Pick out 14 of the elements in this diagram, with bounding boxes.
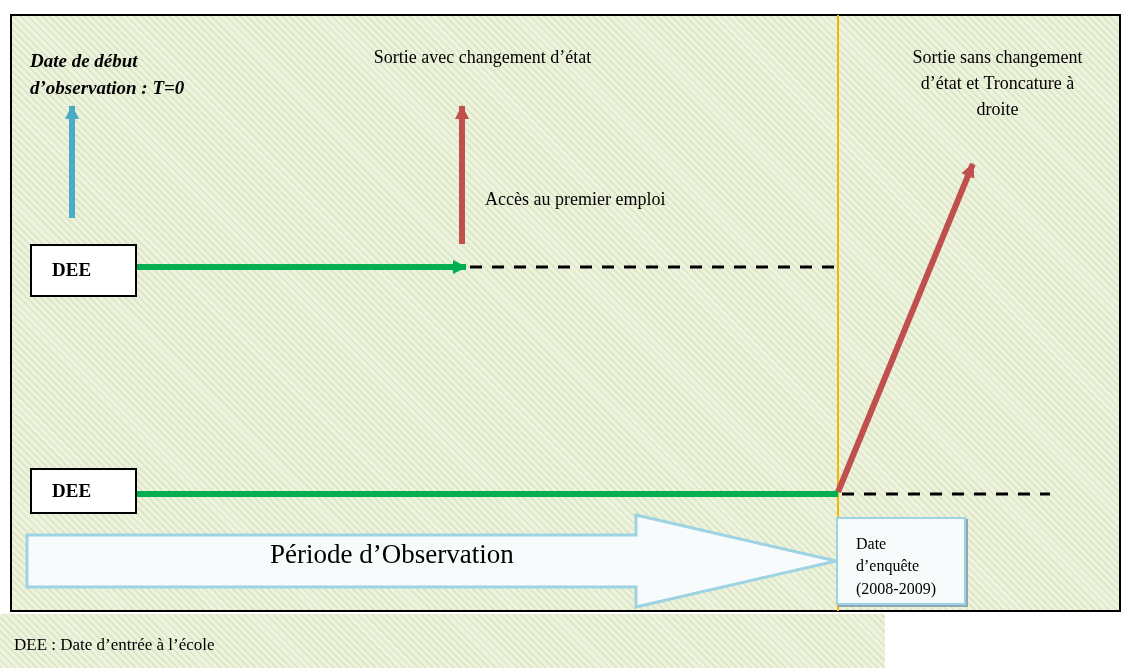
edge-label: Période d’Observation [270,538,514,571]
survey-date-box: Date d’enquête (2008-2009) [836,517,966,605]
arrow [137,260,467,274]
arrow [455,105,469,244]
dee-box: DEE [30,468,137,514]
exit-text: Sortie sans changement d’état et Troncature à droite [905,44,1090,164]
arrow [65,105,79,218]
arrow [835,162,976,494]
event-label: Accès au premier emploi [485,188,666,211]
dee-box: DEE [30,244,137,297]
block-arrow [25,513,838,609]
legend-note: DEE : Date d’entrée à l’école [14,634,215,656]
exit-text: Sortie avec changement d’état [350,44,615,106]
start-date-text: Date de début d’observation : T=0 [30,48,220,106]
